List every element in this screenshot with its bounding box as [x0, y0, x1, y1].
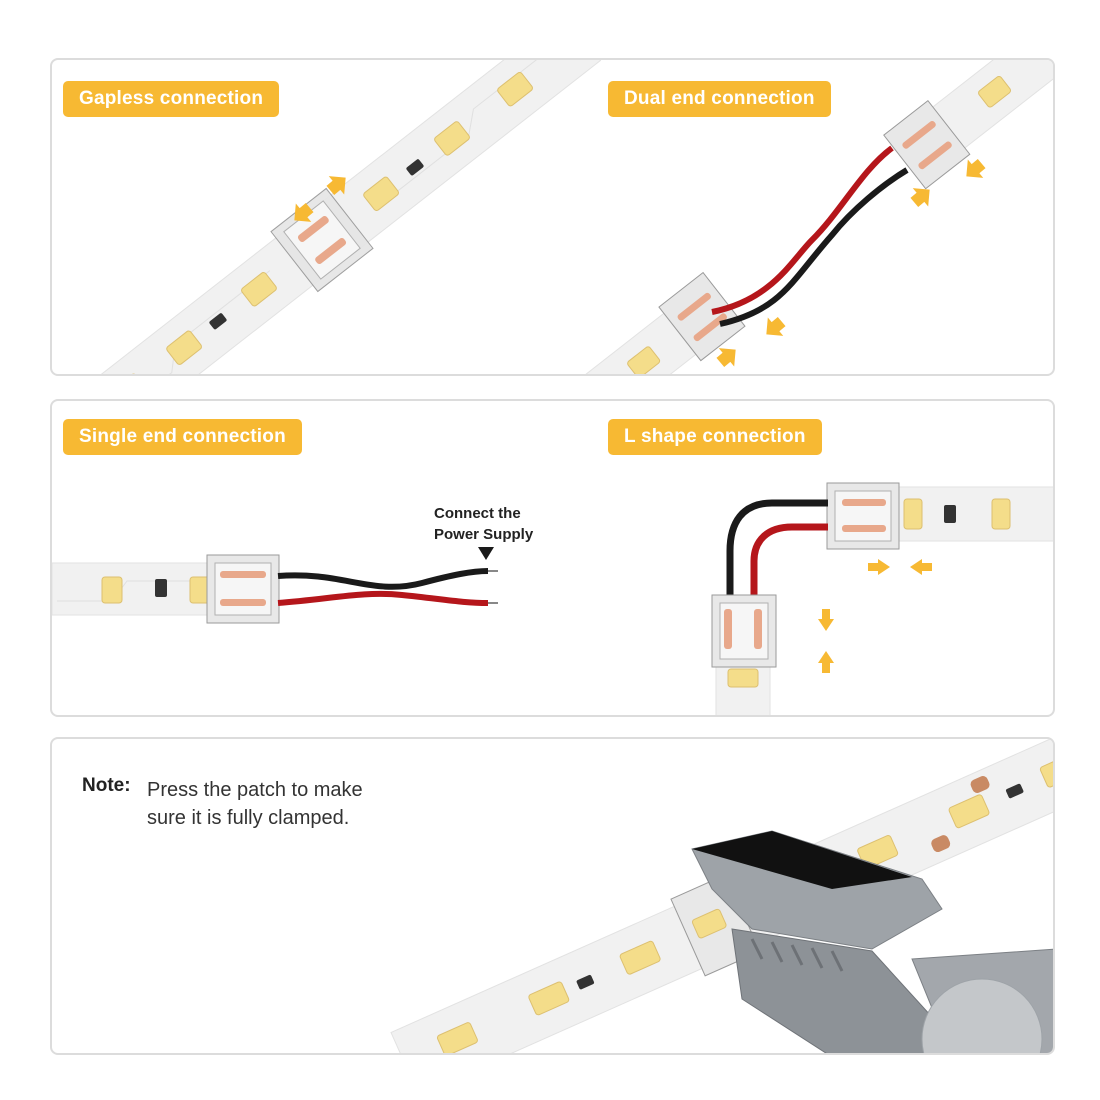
- dual-upper-strip: [883, 60, 1053, 190]
- l-wire-black: [726, 499, 828, 596]
- single-end-strip: [52, 562, 223, 616]
- panel-middle: Single end connection L shape connection…: [50, 399, 1055, 717]
- note-title: Note:: [82, 775, 131, 796]
- l-shape-bottom-connector: [711, 594, 777, 668]
- panel-top: Gapless connection Dual end connection: [50, 58, 1055, 376]
- single-end-label: Single end connection: [63, 419, 302, 455]
- l-shape-horizontal-strip: [881, 486, 1053, 542]
- caption-line-2: Power Supply: [434, 526, 534, 543]
- arrow-icon: [818, 559, 932, 673]
- l-shape-label: L shape connection: [608, 419, 822, 455]
- down-triangle-icon: [478, 547, 494, 560]
- l-wire-red: [750, 523, 828, 596]
- note-text: Press the patch to make sure it is fully…: [147, 779, 363, 829]
- dual-wire-red: [711, 145, 894, 315]
- l-shape-vertical-strip: [715, 660, 771, 715]
- arrow-icon: [294, 176, 346, 222]
- single-wire-black: [277, 568, 489, 590]
- top-illustration: [52, 60, 1053, 374]
- single-end-connector: [206, 554, 280, 624]
- dual-wire-black: [719, 167, 909, 327]
- gapless-label: Gapless connection: [63, 81, 280, 117]
- single-wire-red: [277, 590, 489, 606]
- arrow-icon: [716, 158, 986, 368]
- power-supply-caption: Connect the Power Supply: [434, 503, 533, 545]
- pliers: [691, 830, 1053, 1053]
- l-shape-top-connector: [826, 482, 900, 550]
- dual-end-label: Dual end connection: [608, 81, 831, 117]
- dual-lower-strip: [560, 271, 746, 374]
- middle-illustration: [52, 482, 1053, 715]
- panel-bottom: Note: Press the patch to make sure it is…: [50, 737, 1055, 1055]
- caption-line-1: Connect the: [434, 505, 521, 522]
- bottom-illustration: [390, 739, 1053, 1053]
